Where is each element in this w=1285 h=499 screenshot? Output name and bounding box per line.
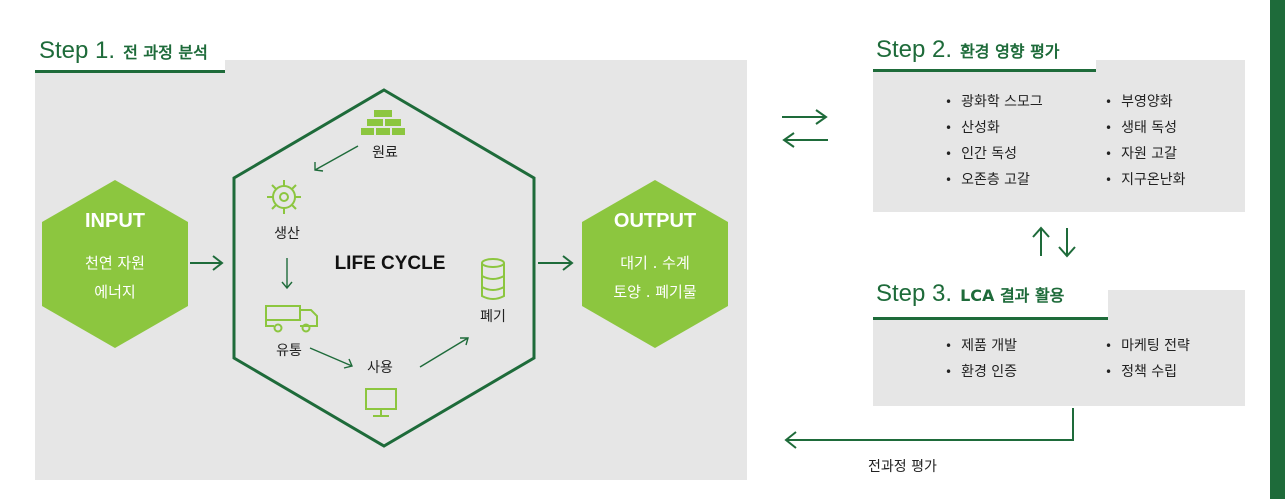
step3-header: Step 3. LCA 결과 활용 bbox=[873, 270, 1108, 320]
gear-icon bbox=[267, 180, 301, 214]
life-cycle-label: LIFE CYCLE bbox=[334, 253, 446, 274]
list-item: 마케팅 전략 bbox=[1105, 333, 1190, 359]
truck-icon bbox=[265, 305, 318, 333]
output-line2: 토양 . 폐기물 bbox=[613, 283, 697, 301]
stage-distribution-label: 유통 bbox=[276, 343, 302, 359]
list-item: 자원 고갈 bbox=[1105, 141, 1185, 167]
up-down-arrows bbox=[1032, 226, 1076, 258]
list-item: 정책 수립 bbox=[1105, 359, 1190, 385]
output-title: OUTPUT bbox=[613, 210, 697, 232]
input-arrow bbox=[190, 255, 224, 271]
list-item: 인간 독성 bbox=[945, 141, 1043, 167]
list-item: 지구온난화 bbox=[1105, 167, 1185, 193]
output-arrow bbox=[538, 255, 574, 271]
stage-raw-label: 원료 bbox=[372, 145, 398, 161]
step2-number: Step 2. bbox=[876, 35, 953, 63]
input-title: INPUT bbox=[85, 210, 145, 232]
step1-number: Step 1. bbox=[39, 37, 116, 64]
list-item: 산성화 bbox=[945, 115, 1043, 141]
stage-disposal-label: 폐기 bbox=[480, 309, 506, 325]
input-line1: 천연 자원 bbox=[85, 254, 145, 272]
step3-number: Step 3. bbox=[876, 279, 953, 307]
step2-panel bbox=[873, 60, 1245, 212]
exchange-arrows bbox=[782, 109, 828, 148]
list-item: 부영양화 bbox=[1105, 89, 1185, 115]
life-cycle-hexagon bbox=[232, 88, 536, 448]
stage-use-label: 사용 bbox=[367, 360, 393, 376]
use-to-disposal-arrow bbox=[419, 337, 469, 368]
step3-title: LCA 결과 활용 bbox=[960, 285, 1065, 305]
feedback-label: 전과정 평가 bbox=[868, 459, 937, 475]
distribution-to-use-arrow bbox=[309, 347, 353, 369]
production-to-distribution-arrow bbox=[281, 258, 293, 290]
output-hexagon bbox=[582, 180, 728, 348]
input-hexagon bbox=[42, 180, 188, 348]
stage-production-label: 생산 bbox=[274, 226, 300, 242]
step1-header: Step 1. 전 과정 분석 bbox=[35, 32, 225, 73]
step2-impact-list-right: 부영양화 생태 독성 자원 고갈 지구온난화 bbox=[1105, 89, 1185, 193]
edge-accent-bar bbox=[1270, 0, 1285, 499]
output-line1: 대기 . 수계 bbox=[620, 254, 690, 272]
barrel-icon bbox=[481, 258, 505, 300]
step3-application-list-right: 마케팅 전략 정책 수립 bbox=[1105, 333, 1190, 385]
list-item: 광화학 스모그 bbox=[945, 89, 1043, 115]
list-item: 오존층 고갈 bbox=[945, 167, 1043, 193]
input-line2: 에너지 bbox=[94, 283, 136, 301]
step2-title: 환경 영향 평가 bbox=[960, 41, 1060, 61]
step3-application-list-left: 제품 개발 환경 인증 bbox=[945, 333, 1017, 385]
raw-to-production-arrow bbox=[314, 145, 359, 172]
step1-title: 전 과정 분석 bbox=[123, 43, 208, 62]
monitor-icon bbox=[365, 388, 397, 417]
list-item: 생태 독성 bbox=[1105, 115, 1185, 141]
step2-header: Step 2. 환경 영향 평가 bbox=[873, 30, 1096, 72]
list-item: 환경 인증 bbox=[945, 359, 1017, 385]
feedback-arrow bbox=[784, 408, 1074, 449]
step2-impact-list-left: 광화학 스모그 산성화 인간 독성 오존층 고갈 bbox=[945, 89, 1043, 193]
list-item: 제품 개발 bbox=[945, 333, 1017, 359]
blocks-icon bbox=[361, 110, 405, 135]
